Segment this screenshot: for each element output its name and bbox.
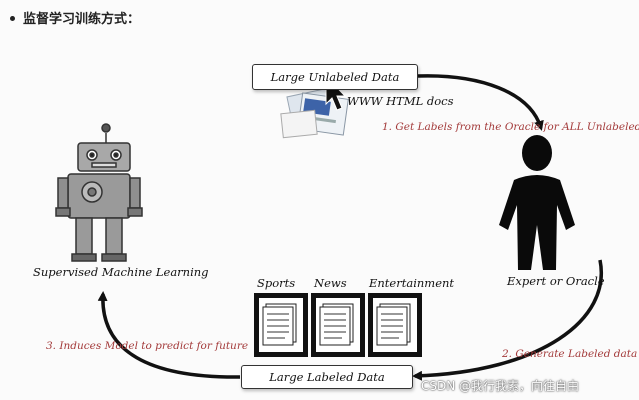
sports-label: Sports [257,276,296,290]
supervised-learning-label: Supervised Machine Learning [33,265,209,279]
large-unlabeled-data-box: Large Unlabeled Data [252,64,418,90]
watermark: CSDN @我行我素，向往自由 [421,379,580,393]
person-silhouette-icon [499,135,575,270]
page-heading: 监督学习训练方式： [10,8,140,27]
arrow-to-oracle [417,74,544,131]
large-unlabeled-data-label: Large Unlabeled Data [270,70,400,84]
document-stack-icon [254,293,308,357]
www-docs-label: WWW HTML docs [347,94,454,108]
step1-label: 1. Get Labels from the Oracle for ALL Un… [382,121,639,133]
step2-label: 2. Generate Labeled data [502,348,638,360]
entertainment-label: Entertainment [369,276,455,290]
arrow-to-labeled [412,259,604,381]
document-stack-icon [368,293,422,357]
bullet-icon [10,16,15,21]
expert-label: Expert or Oracle [507,274,605,288]
large-labeled-data-label: Large Labeled Data [269,370,385,384]
document-stack-icon [311,293,365,357]
news-label: News [314,276,347,290]
robot-icon [55,123,143,262]
step3-label: 3. Induces Model to predict for future [46,340,249,352]
arrow-to-model [97,291,241,379]
heading-text: 监督学习训练方式： [23,12,141,27]
large-labeled-data-box: Large Labeled Data [241,365,413,389]
